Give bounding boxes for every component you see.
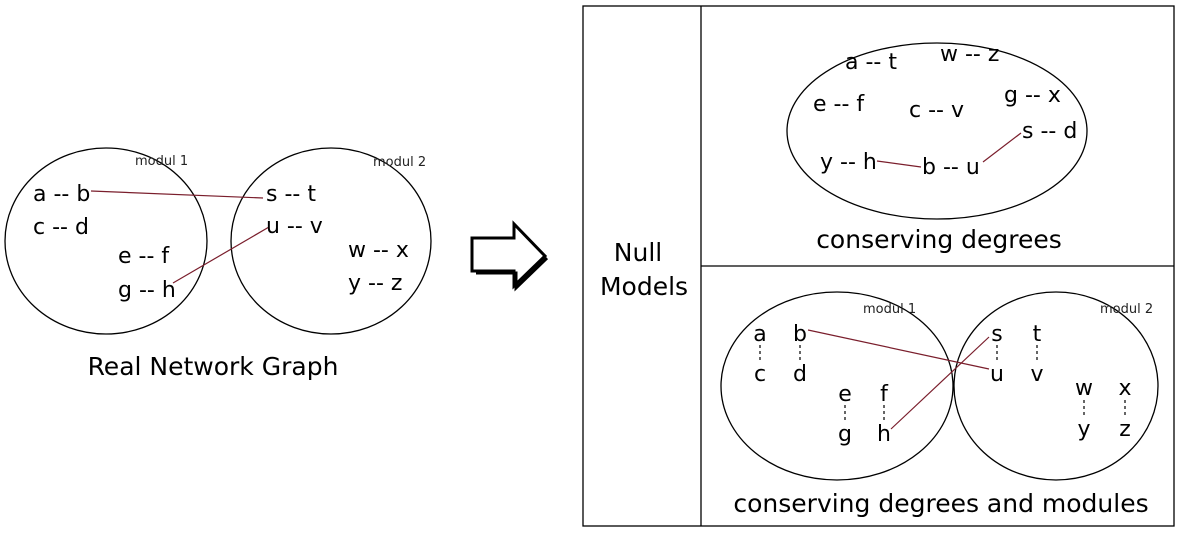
edge-b-s (90, 190, 264, 199)
real-network-caption: Real Network Graph (88, 352, 339, 381)
edge-h-b (876, 160, 922, 168)
pair-e-f-null: e -- f (813, 92, 865, 117)
pair-e-f: e -- f (118, 244, 170, 269)
conserving-degrees-caption: conserving degrees (816, 225, 1062, 254)
node-h: h (877, 422, 891, 447)
module-2-label-null: modul 2 (1100, 302, 1153, 317)
pair-w-z: w -- z (940, 42, 999, 67)
pair-y-h: y -- h (820, 150, 877, 175)
node-v: v (1030, 362, 1043, 387)
single-module-circle (786, 42, 1088, 220)
conserving-modules-panel: modul 1 modul 2 a c b d e g f h s u t v … (720, 291, 1159, 518)
node-e: e (838, 382, 852, 407)
conserving-modules-caption: conserving degrees and modules (733, 489, 1148, 518)
module-2-circle-null (953, 291, 1159, 481)
module-1-label: modul 1 (135, 154, 188, 169)
pair-g-x: g -- x (1004, 83, 1061, 108)
node-z: z (1119, 417, 1131, 442)
module-2-circle (230, 147, 432, 335)
right-arrow-icon (470, 220, 548, 290)
node-b: b (793, 322, 807, 347)
edge-h-u (172, 226, 270, 284)
pair-b-u: b -- u (922, 155, 980, 180)
arrow-shadow (476, 256, 549, 292)
pair-g-h: g -- h (118, 278, 176, 303)
node-c: c (754, 362, 766, 387)
pair-s-t: s -- t (266, 182, 316, 207)
pair-a-t: a -- t (845, 50, 897, 75)
node-y: y (1077, 417, 1090, 442)
module-1-circle-null (720, 291, 954, 481)
node-d: d (793, 362, 807, 387)
null-models-table: Null Models (582, 5, 1175, 527)
conserving-degrees-panel: a -- t w -- z e -- f c -- v g -- x s -- … (786, 42, 1088, 254)
edge-h-s-null (890, 336, 990, 430)
edge-b-u-null (807, 329, 990, 370)
pair-y-z: y -- z (348, 271, 402, 296)
node-w: w (1075, 376, 1093, 401)
module-2-label: modul 2 (373, 155, 426, 170)
module-1-circle (4, 147, 208, 335)
node-a: a (753, 322, 766, 347)
node-g: g (838, 422, 852, 447)
null-models-title-line1: Null (614, 238, 662, 267)
null-models-title-line2: Models (600, 272, 688, 301)
node-s: s (991, 322, 1002, 347)
pair-s-d: s -- d (1022, 119, 1077, 144)
pair-a-b: a -- b (33, 182, 90, 207)
node-x: x (1118, 376, 1131, 401)
edge-u-s (982, 132, 1022, 163)
pair-u-v: u -- v (266, 214, 323, 239)
pair-c-v: c -- v (909, 98, 964, 123)
node-f: f (880, 382, 889, 407)
node-u: u (990, 362, 1004, 387)
module-1-label-null: modul 1 (863, 302, 916, 317)
node-t: t (1033, 322, 1042, 347)
real-network-graph: modul 1 modul 2 a -- b c -- d e -- f g -… (4, 147, 432, 381)
pair-c-d: c -- d (33, 215, 89, 240)
pair-w-x: w -- x (348, 238, 409, 263)
